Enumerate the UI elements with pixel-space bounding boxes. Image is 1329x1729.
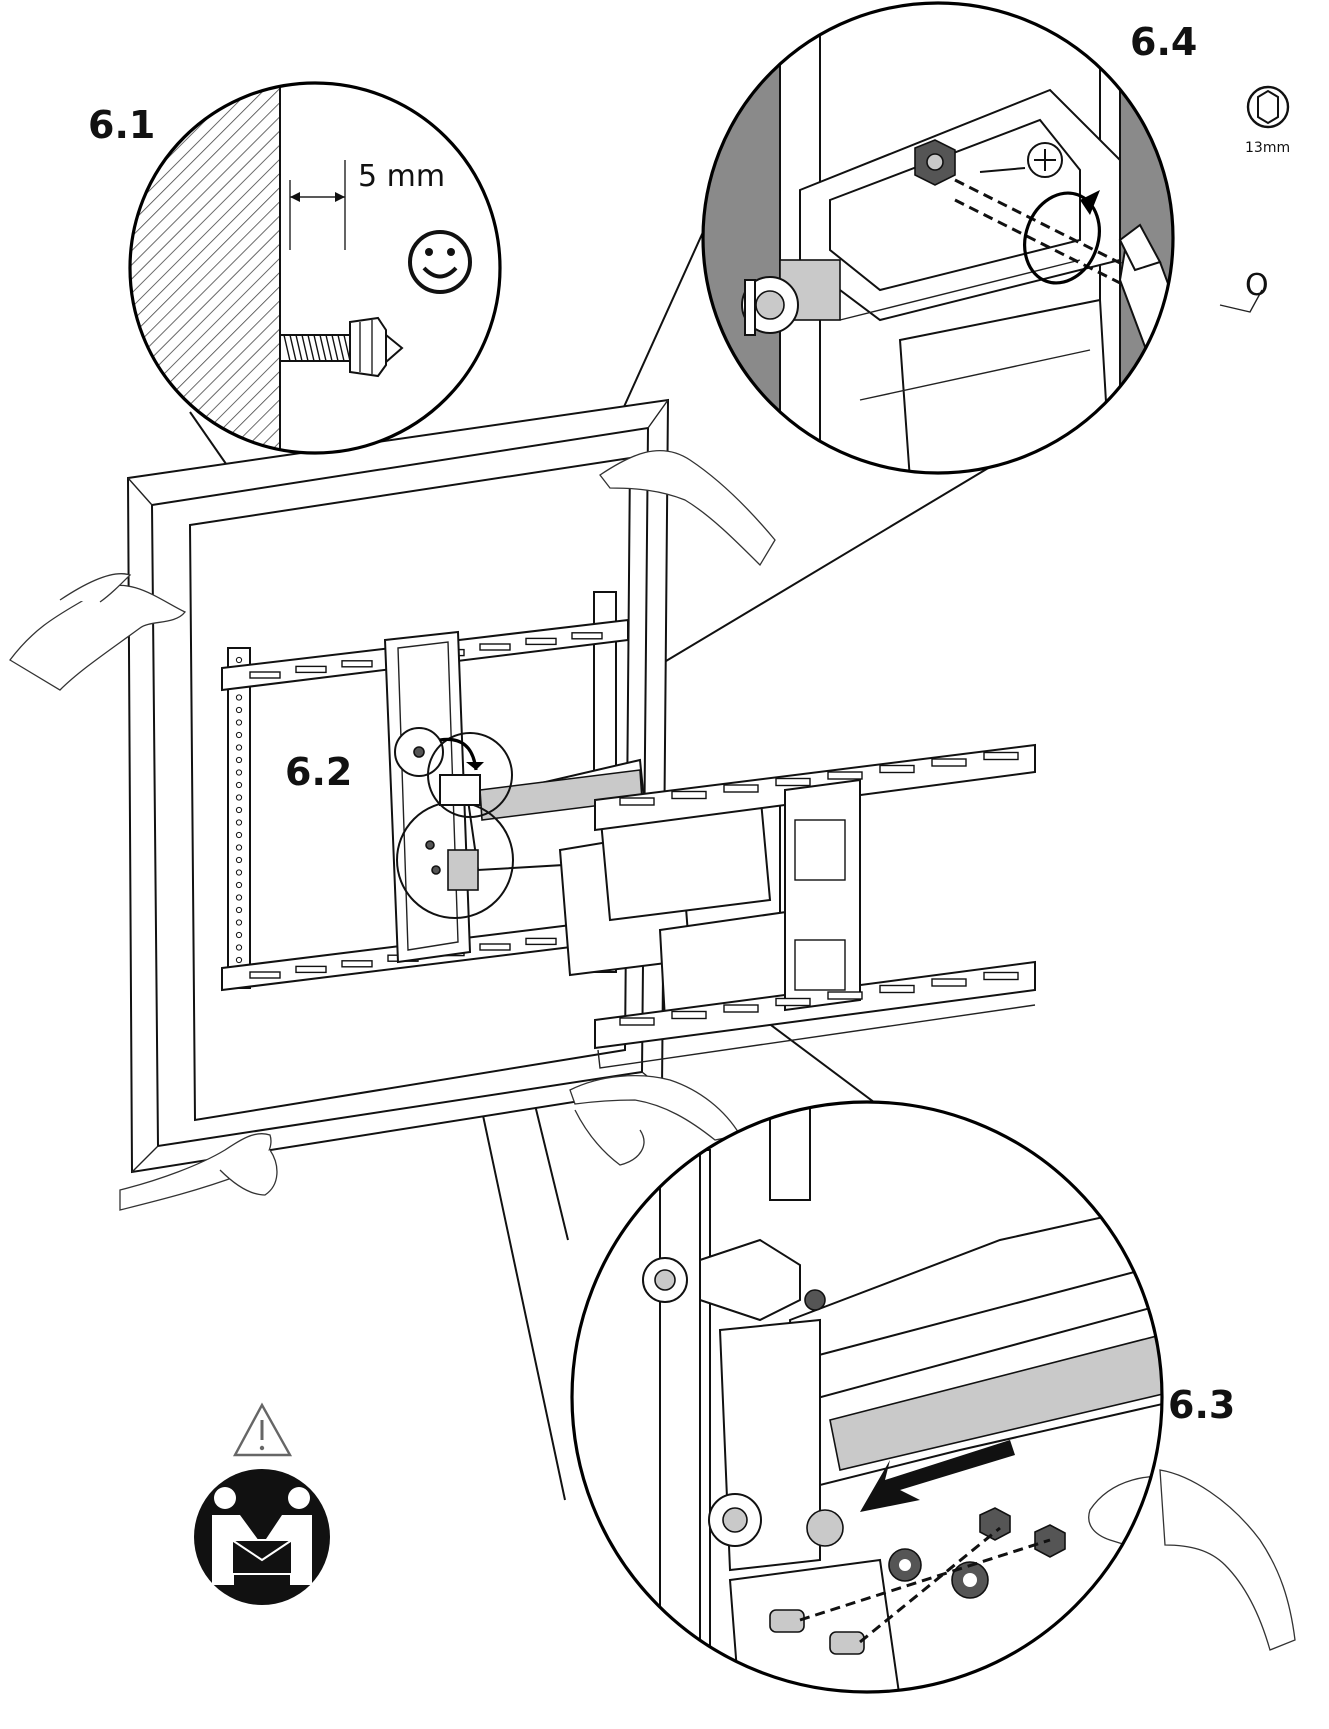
bar-slot <box>249 671 281 679</box>
smiley-face-icon <box>408 230 472 294</box>
screw-thread <box>301 334 309 362</box>
bracket-slot <box>671 1010 707 1020</box>
bar-slot <box>479 943 511 951</box>
rail-hole <box>235 744 243 751</box>
wrench-size: 13mm <box>1245 140 1290 156</box>
screw-thread <box>283 334 291 362</box>
rail-hole <box>235 844 243 851</box>
lag-screw <box>279 316 404 378</box>
rail-hole <box>235 956 243 964</box>
bracket-slot <box>827 991 863 1000</box>
vertical-rail-left <box>227 647 251 989</box>
screw-thread <box>313 334 321 362</box>
step-label-6-2: 6.2 <box>285 750 352 794</box>
bar-slot <box>249 971 281 979</box>
bracket-slot <box>723 1004 759 1013</box>
screw-thread <box>289 334 297 362</box>
rail-hole <box>235 869 243 876</box>
rail-hole <box>235 831 243 839</box>
bracket-slot <box>931 758 967 767</box>
bracket-slot <box>671 790 707 800</box>
rail-hole <box>235 731 243 739</box>
warning-triangle-icon <box>232 1402 293 1457</box>
bracket-slot <box>983 971 1019 981</box>
rail-hole <box>235 906 243 914</box>
screw-thread <box>337 334 345 362</box>
rail-hole <box>235 856 243 864</box>
tv-assembly <box>9 398 1036 1211</box>
bar-slot <box>295 965 327 974</box>
rail-hole <box>235 819 243 826</box>
rail-hole <box>235 794 243 801</box>
rail-hole <box>235 919 243 926</box>
bar-slot <box>341 960 373 968</box>
rail-hole <box>235 706 243 714</box>
bracket-slots <box>619 751 1019 1026</box>
screw-thread <box>307 334 315 362</box>
detail-6-3 <box>570 1100 1296 1694</box>
hands <box>9 449 776 1211</box>
bracket-slot <box>775 997 811 1007</box>
screw-thread <box>319 334 327 362</box>
two-person-lift-icon <box>194 1469 330 1605</box>
rail-hole <box>235 944 243 951</box>
bracket-slot <box>619 1017 655 1026</box>
screw-thread <box>295 334 303 362</box>
detail-6-1: 5 mm <box>128 81 502 455</box>
bar-slot <box>479 643 511 651</box>
bar-slot <box>571 632 603 640</box>
step-label-6-4: 6.4 <box>1130 20 1197 64</box>
rail-hole <box>235 806 243 814</box>
hex-13mm-icon: 13mm <box>1245 85 1290 156</box>
screw-thread <box>331 334 339 362</box>
bracket-slot <box>931 978 967 987</box>
bracket-slot <box>723 784 759 793</box>
bracket-slot <box>879 764 915 774</box>
bar-slot <box>295 665 327 674</box>
rail-hole <box>235 694 243 701</box>
gap-measurement: 5 mm <box>358 159 445 194</box>
bracket-slot <box>983 751 1019 761</box>
wrench-tag: O <box>1245 268 1269 303</box>
bar-slot <box>341 660 373 668</box>
bar-slot <box>525 637 557 646</box>
bracket-slot <box>619 797 655 806</box>
bar-slot <box>525 937 557 946</box>
bracket-slot <box>775 777 811 787</box>
rail-hole <box>235 756 243 764</box>
rail-hole <box>235 781 243 789</box>
rail-hole <box>235 656 243 664</box>
rail-hole <box>235 931 243 939</box>
screw-thread <box>325 334 333 362</box>
phillips-screw-icon <box>1027 142 1063 178</box>
bracket-slot <box>879 984 915 994</box>
rail-hole <box>235 894 243 901</box>
rail-hole <box>235 769 243 776</box>
rail-hole <box>235 719 243 726</box>
detail-6-4: O <box>701 1 1269 475</box>
bracket-slot <box>827 771 863 780</box>
wall-bracket <box>594 743 1036 1069</box>
rail-hole <box>235 881 243 889</box>
step-label-6-3: 6.3 <box>1168 1383 1235 1427</box>
step-label-6-1: 6.1 <box>88 103 155 147</box>
